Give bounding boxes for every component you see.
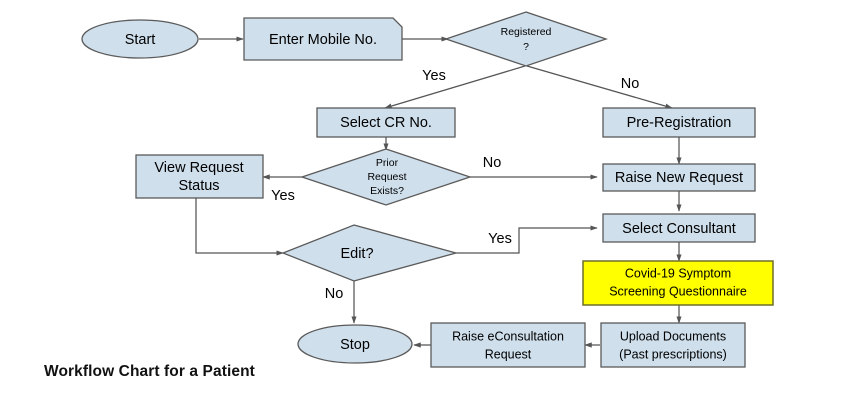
- node-select-cr[interactable]: Select CR No.: [316, 107, 456, 138]
- edge-label-prior-no: No: [483, 155, 502, 171]
- raise-new-request-shape: [602, 163, 756, 192]
- node-raise-new-request[interactable]: Raise New Request: [602, 163, 756, 192]
- node-registered-decision[interactable]: Registered ?: [443, 11, 609, 67]
- node-pre-registration[interactable]: Pre-Registration: [602, 107, 756, 138]
- view-request-status-label-line2: Status: [178, 178, 219, 194]
- node-start[interactable]: Start: [81, 19, 199, 59]
- node-covid-questionnaire[interactable]: Covid-19 Symptom Screening Questionnaire: [582, 260, 774, 306]
- enter-mobile-label: Enter Mobile No.: [269, 32, 377, 48]
- select-cr-label: Select CR No.: [340, 115, 432, 131]
- stop-label: Stop: [340, 337, 370, 353]
- prior-request-label-line2: Request: [367, 171, 406, 183]
- edit-diamond: [281, 224, 459, 282]
- edge-label-registered-yes: Yes: [422, 68, 446, 84]
- registered-diamond: [443, 11, 609, 67]
- select-consultant-shape: [602, 213, 756, 243]
- edge-label-edit-no: No: [325, 286, 344, 302]
- enter-mobile-shape: [243, 17, 403, 61]
- stop-ellipse: [297, 324, 413, 364]
- upload-documents-shape: [600, 322, 746, 368]
- edit-label: Edit?: [340, 246, 373, 262]
- edge-view-status-to-edit: [195, 198, 284, 256]
- node-prior-request-decision[interactable]: Prior Request Exists?: [299, 148, 473, 206]
- edge-edit-yes-to-select-consultant: [456, 225, 598, 254]
- registered-label-line1: Registered: [501, 26, 552, 38]
- covid-questionnaire-label-line2: Screening Questionnaire: [609, 284, 747, 298]
- select-cr-shape: [316, 107, 456, 138]
- edge-label-prior-yes: Yes: [271, 188, 295, 204]
- edge-registered-yes-to-select-cr: [384, 65, 526, 109]
- edge-label-registered-no: No: [621, 76, 640, 92]
- node-upload-documents[interactable]: Upload Documents (Past prescriptions): [600, 322, 746, 368]
- node-raise-econsultation[interactable]: Raise eConsultation Request: [430, 322, 586, 368]
- select-consultant-label: Select Consultant: [622, 221, 736, 237]
- raise-econsultation-label-line2: Request: [485, 347, 532, 361]
- prior-request-label-line1: Prior: [376, 157, 399, 169]
- node-stop[interactable]: Stop: [297, 324, 413, 364]
- node-select-consultant[interactable]: Select Consultant: [602, 213, 756, 243]
- raise-econsultation-shape: [430, 322, 586, 368]
- registered-label-line2: ?: [523, 41, 529, 53]
- view-request-status-label-line1: View Request: [154, 160, 243, 176]
- node-view-request-status[interactable]: View Request Status: [135, 154, 264, 199]
- upload-documents-label-line1: Upload Documents: [620, 329, 726, 343]
- covid-questionnaire-shape: [582, 260, 774, 306]
- edge-label-edit-yes: Yes: [488, 231, 512, 247]
- node-edit-decision[interactable]: Edit?: [281, 224, 459, 282]
- prior-request-label-line3: Exists?: [370, 185, 404, 197]
- start-label: Start: [125, 32, 156, 48]
- view-request-status-shape: [135, 154, 264, 199]
- covid-questionnaire-label-line1: Covid-19 Symptom: [625, 266, 731, 280]
- edge-registered-no-to-prereg: [526, 65, 673, 109]
- start-ellipse: [81, 19, 199, 59]
- pre-registration-shape: [602, 107, 756, 138]
- raise-new-request-label: Raise New Request: [615, 170, 743, 186]
- prior-request-diamond: [299, 148, 473, 206]
- upload-documents-label-line2: (Past prescriptions): [619, 347, 727, 361]
- chart-caption: Workflow Chart for a Patient: [44, 363, 255, 380]
- raise-econsultation-label-line1: Raise eConsultation: [452, 329, 564, 343]
- node-enter-mobile[interactable]: Enter Mobile No.: [243, 17, 403, 61]
- pre-registration-label: Pre-Registration: [627, 115, 732, 131]
